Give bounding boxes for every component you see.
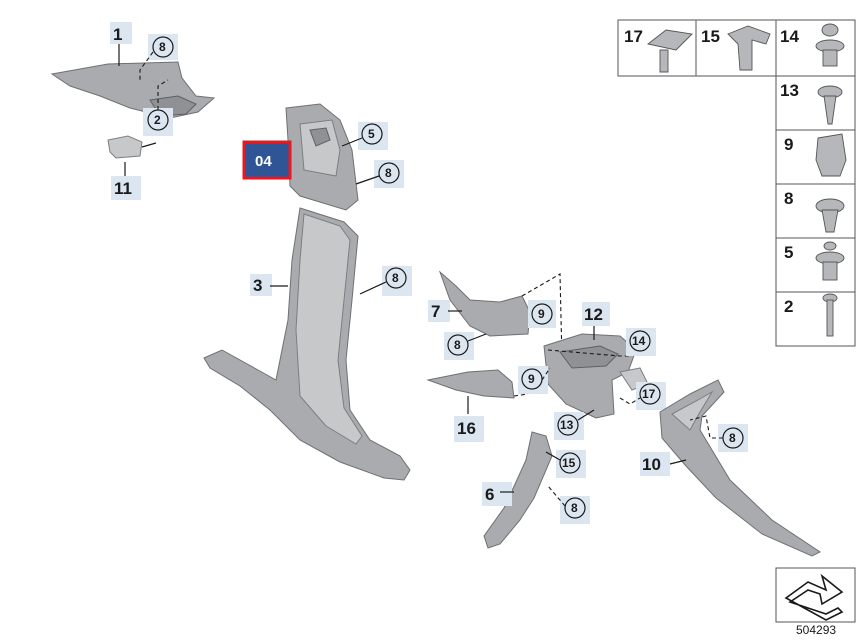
legend-13-label[interactable]: 13 xyxy=(780,81,799,100)
part-15-callout[interactable]: 15 xyxy=(562,456,576,470)
part-8-callout-c[interactable]: 8 xyxy=(392,271,399,285)
part-1-shape xyxy=(50,61,216,119)
part-8-callout-f[interactable]: 8 xyxy=(729,431,736,445)
part-04-shape xyxy=(285,103,359,211)
part-9-callout-b[interactable]: 9 xyxy=(528,372,535,386)
legend-15-label[interactable]: 15 xyxy=(701,27,720,46)
rivet-14-icon xyxy=(815,23,845,67)
part-8-callout-a[interactable]: 8 xyxy=(159,40,166,54)
clip-15-icon xyxy=(727,25,771,71)
orientation-box xyxy=(775,567,856,623)
part-13-callout[interactable]: 13 xyxy=(560,418,574,432)
part-8-callout-d[interactable]: 8 xyxy=(454,338,461,352)
legend-8-label[interactable]: 8 xyxy=(784,189,793,208)
selected-part-label: 04 xyxy=(255,153,272,170)
selected-part-box[interactable] xyxy=(242,140,292,180)
part-7-label[interactable]: 7 xyxy=(431,302,440,321)
screw-13-icon xyxy=(817,85,843,125)
part-3-label[interactable]: 3 xyxy=(253,276,262,295)
push-pin-5-icon xyxy=(815,241,845,281)
legend-5-label[interactable]: 5 xyxy=(784,243,793,262)
part-6-label[interactable]: 6 xyxy=(485,485,494,504)
part-10-label[interactable]: 10 xyxy=(642,455,661,474)
screw-2-icon xyxy=(822,293,838,337)
part-12-label[interactable]: 12 xyxy=(584,305,603,324)
legend-14-label[interactable]: 14 xyxy=(780,27,799,46)
part-8-callout-e[interactable]: 8 xyxy=(571,501,578,515)
legend-17-label[interactable]: 17 xyxy=(624,27,643,46)
part-16-label[interactable]: 16 xyxy=(457,419,476,438)
part-11-shape xyxy=(107,135,143,159)
part-3-shape xyxy=(203,207,411,481)
part-14-callout[interactable]: 14 xyxy=(632,334,646,348)
part-9-callout-a[interactable]: 9 xyxy=(538,307,545,321)
part-1-label[interactable]: 1 xyxy=(113,25,122,44)
catalog-number: 504293 xyxy=(796,623,837,637)
part-11-label[interactable]: 11 xyxy=(114,179,132,198)
fastener-legend xyxy=(617,19,856,347)
clip-17-icon xyxy=(646,29,693,73)
part-2-callout[interactable]: 2 xyxy=(154,113,161,127)
part-17-callout[interactable]: 17 xyxy=(642,387,656,401)
part-8-callout-b[interactable]: 8 xyxy=(385,166,392,180)
clip-9-icon xyxy=(815,133,847,177)
part-10-shape xyxy=(659,379,821,557)
legend-2-label[interactable]: 2 xyxy=(784,297,793,316)
part-16-shape xyxy=(426,369,515,399)
part-5-callout[interactable]: 5 xyxy=(368,127,375,141)
part-7-shape xyxy=(438,270,531,337)
legend-9-label[interactable]: 9 xyxy=(784,135,793,154)
rivet-8-icon xyxy=(815,198,845,233)
